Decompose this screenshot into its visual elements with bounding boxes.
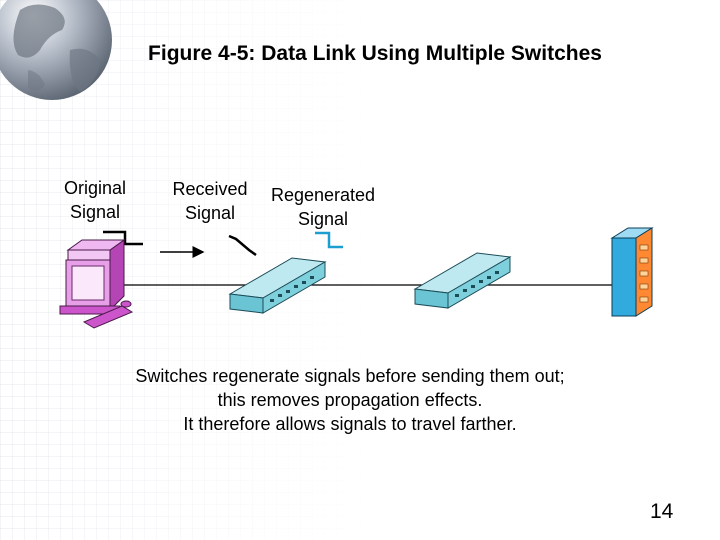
page-title: Figure 4-5: Data Link Using Multiple Swi… [148,42,602,65]
caption-line1: Switches regenerate signals before sendi… [135,366,565,386]
regenerated-signal-waveform [315,231,343,249]
caption-line3: It therefore allows signals to travel fa… [183,414,517,434]
original-signal-label-line1: Original [63,178,127,198]
regenerated-signal-label-line1: Regenerated [270,185,376,205]
received-signal-waveform [228,234,257,257]
received-signal-label-line1: Received [172,179,248,199]
switch-2-icon [413,252,512,309]
switch-1-icon [228,257,327,314]
caption: Switches regenerate signals before sendi… [60,364,640,436]
page-number: 14 [650,500,674,523]
regenerated-signal-label-line2: Signal [297,209,349,229]
received-signal-label: Received Signal [165,177,255,225]
server-icon [610,227,654,317]
original-signal-label-line2: Signal [69,202,121,222]
globe-logo [0,0,112,100]
original-signal-waveform [103,230,143,246]
regenerated-signal-label: Regenerated Signal [262,183,384,231]
original-signal-label: Original Signal [55,176,135,224]
caption-line2: this removes propagation effects. [217,390,483,410]
received-signal-label-line2: Signal [184,203,236,223]
computer-icon [59,239,134,329]
